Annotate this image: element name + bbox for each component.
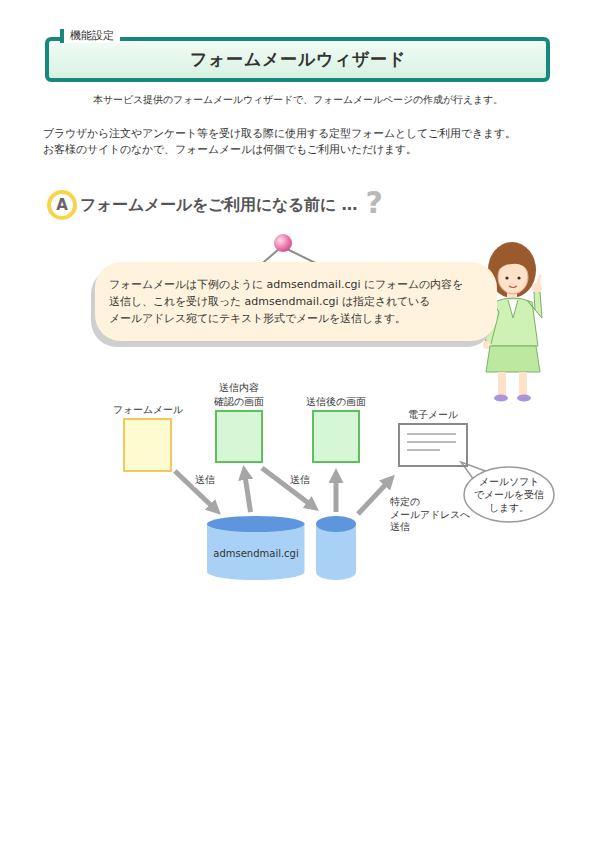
title-banner: フォームメールウィザード <box>45 37 550 82</box>
flow-arrow <box>358 482 388 514</box>
callout-ellipse-shape <box>464 467 554 522</box>
node-text: admsendmail.cgi <box>213 548 299 559</box>
cylinder-top <box>207 516 305 532</box>
decor-shape <box>407 433 456 435</box>
screen-box: 送信後の画面 <box>312 410 360 463</box>
section-letter: A <box>56 198 68 213</box>
email-document: 電子メール <box>398 423 468 467</box>
shoe <box>517 395 531 402</box>
raised-arm <box>527 292 542 318</box>
section-heading: フォームメールをご利用になる前に … <box>80 195 358 215</box>
pin-head <box>274 234 292 252</box>
callout-ellipse: メールソフト でメールを受信 します。 <box>463 466 555 523</box>
node-text: メールソフト でメールを受信 します。 <box>472 475 546 514</box>
finger <box>538 276 540 284</box>
database-cylinder: admsendmail.cgi <box>207 516 305 580</box>
collar <box>508 300 518 318</box>
speech-bubble: フォームメールは下例のように admsendmail.cgi にフォームの内容を… <box>95 262 497 341</box>
question-mark: ? <box>366 184 383 222</box>
arrow-label: 送信 <box>194 474 216 487</box>
decor-shape <box>407 449 440 451</box>
eye <box>505 276 508 279</box>
bangs <box>497 254 529 272</box>
database-cylinder <box>316 516 356 580</box>
intro-text: 本サービス提供のフォームメールウィザードで、フォームメールページの作成が行えます… <box>0 94 595 107</box>
screen-box: 送信内容 確認の画面 <box>215 410 263 463</box>
page-title: フォームメールウィザード <box>190 48 406 71</box>
cylinder-body <box>207 524 305 580</box>
intro-text: お客様のサイトのなかで、フォームメールは何個でもご利用いただけます。 <box>43 143 417 157</box>
leg <box>498 372 506 396</box>
leg <box>519 372 527 396</box>
box-heading: 送信後の画面 <box>296 395 376 409</box>
form-screen-box: フォームメール <box>123 418 172 472</box>
node-text: フォームメールは下例のように admsendmail.cgi にフォームの内容を… <box>109 276 489 327</box>
intro-text: ブラウザから注文やアンケート等を受け取る際に使用する定型フォームとしてご利用でき… <box>43 127 516 141</box>
flow-arrow <box>262 468 311 505</box>
skirt <box>486 346 540 372</box>
box-heading: 送信内容 確認の画面 <box>199 381 279 409</box>
category-tab: 機能設定 <box>60 29 120 43</box>
box-heading: 電子メール <box>393 408 473 422</box>
decor-shape <box>316 524 356 580</box>
mouth <box>509 286 517 288</box>
document-lines <box>407 434 456 450</box>
flow-arrow <box>334 478 339 512</box>
decor-shape <box>316 516 356 532</box>
box-heading: フォームメール <box>108 403 188 417</box>
arrow-label: 特定の メールアドレスへ 送信 <box>390 496 464 534</box>
arrow-label: 送信 <box>290 474 310 487</box>
section-badge: A <box>47 190 77 220</box>
decor-shape <box>407 441 456 443</box>
eye <box>517 276 520 279</box>
flow-arrow <box>245 475 251 512</box>
shoe <box>494 395 508 402</box>
